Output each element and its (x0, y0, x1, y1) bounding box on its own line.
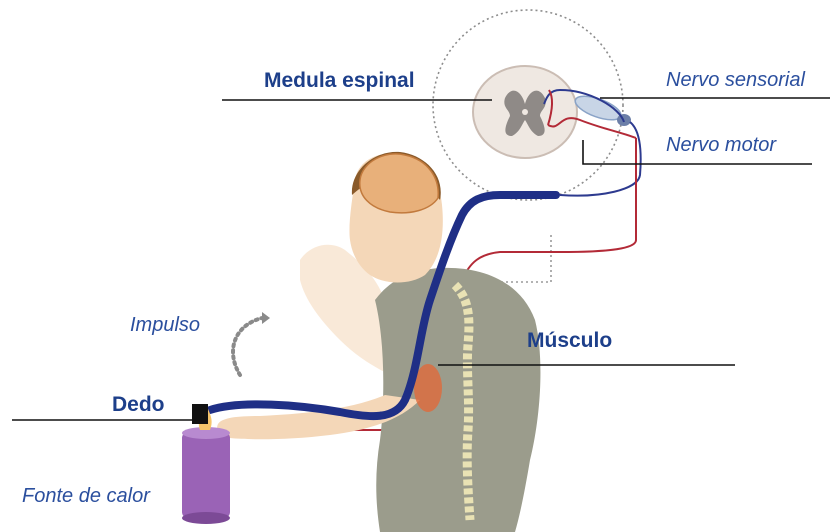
heat-source-label: Fonte de calor (22, 486, 150, 506)
impulse-arrow (233, 318, 262, 375)
head (349, 152, 442, 283)
impulse-arrowhead (262, 312, 270, 324)
muscle-label: Músculo (527, 330, 612, 351)
impulse-label: Impulso (130, 315, 200, 335)
motor-nerve-label: Nervo motor (666, 135, 776, 155)
finger-label: Dedo (112, 394, 165, 415)
sensory-nerve-label: Nervo sensorial (666, 70, 805, 90)
spinal-cord-cross-section (473, 66, 636, 158)
spinal-cord-label: Medula espinal (264, 70, 415, 91)
